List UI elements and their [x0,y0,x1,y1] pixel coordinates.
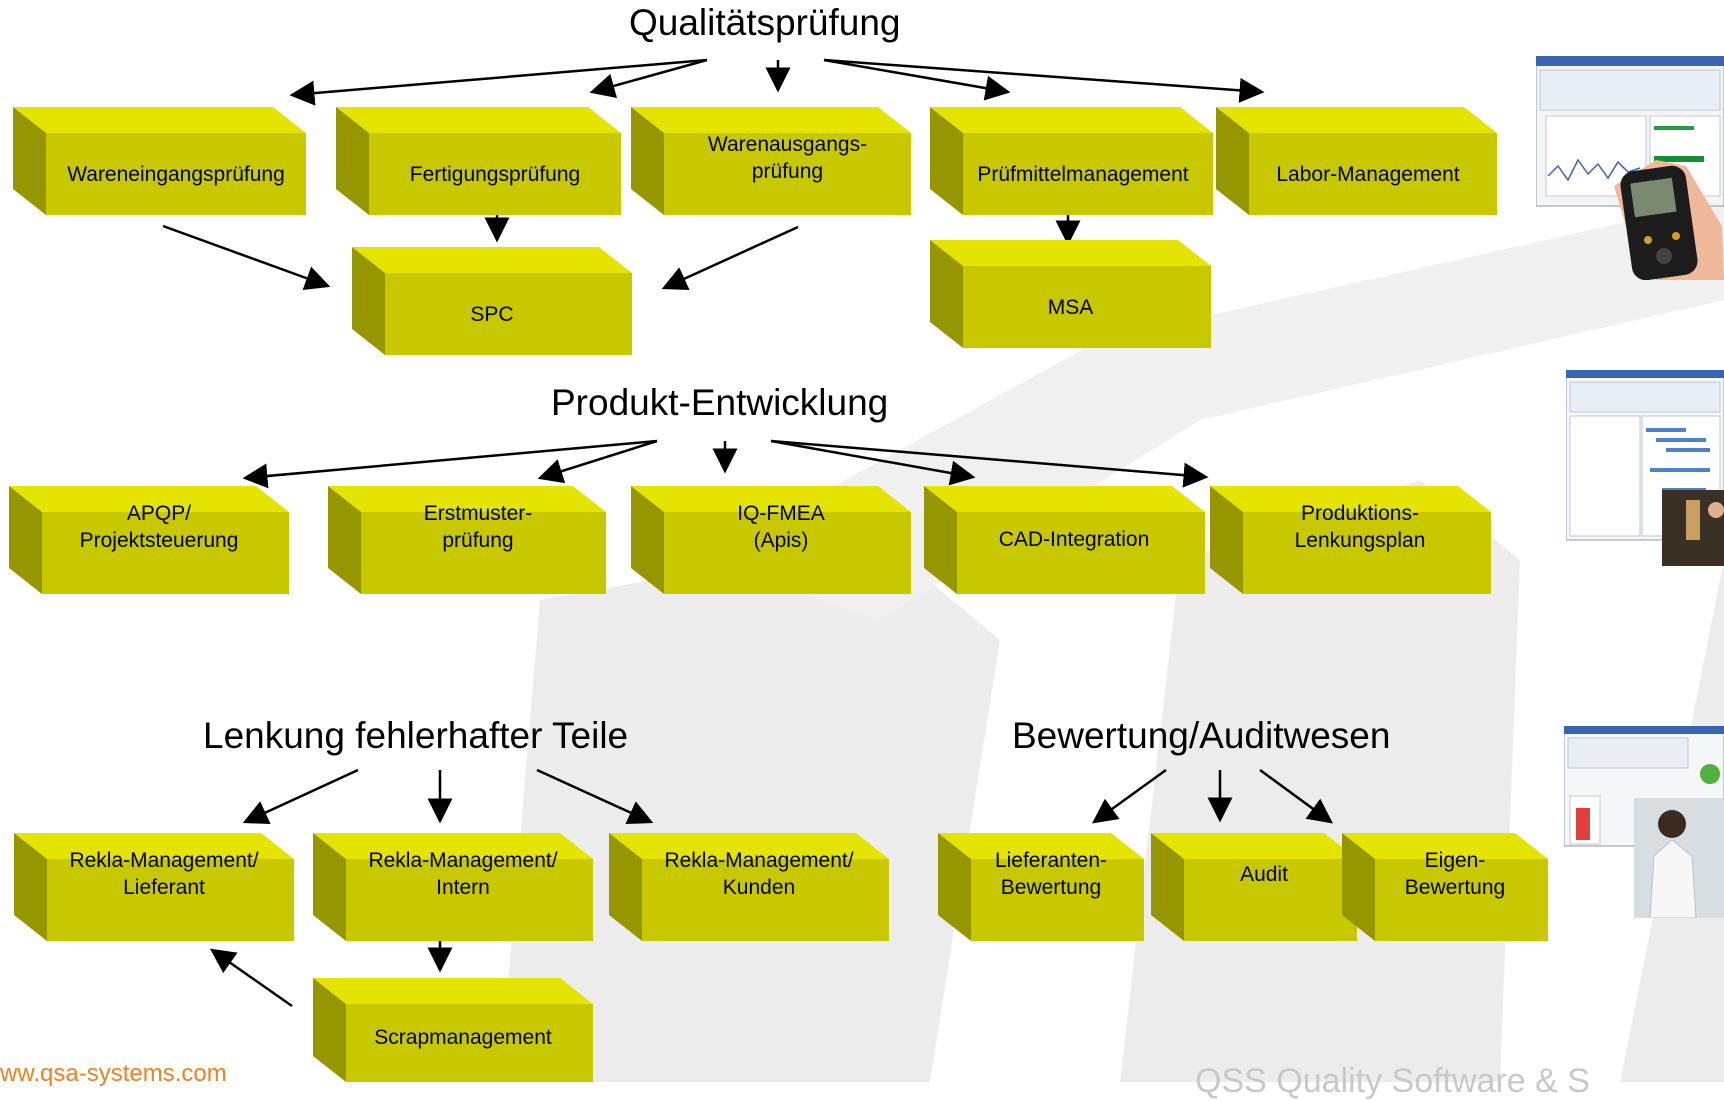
footer-url: ww.qsa-systems.com [0,1060,227,1087]
box-shape [352,247,632,355]
title-bewertung-auditwesen: Bewertung/Auditwesen [1012,715,1391,756]
box-label: Eigen- Bewertung [1404,849,1506,899]
box-shape [924,486,1205,594]
box-shape [631,107,911,215]
arrow [589,58,708,99]
box-shape [9,486,289,594]
arrow [823,58,1011,101]
box-rekla-intern: Rekla-Management/ Intern [313,833,593,941]
arrow [1091,768,1167,824]
screenshot-project-plan-image [1566,370,1724,566]
box-eigen-bewertung: Eigen- Bewertung [1342,833,1548,941]
box-shape [1210,486,1491,594]
arrow [661,225,799,291]
box-lieferanten-bewertung: Lieferanten- Bewertung [938,833,1144,941]
box-cad-integration: CAD-Integration [924,486,1205,594]
box-labor-management: Labor-Management [1216,107,1497,215]
box-rekla-lieferant: Rekla-Management/ Lieferant [14,833,294,941]
box-erstmusterpruefung: Erstmuster- prüfung [328,486,606,594]
box-label: Wareneingangsprüfung [67,162,285,186]
arrow [770,439,976,486]
box-label: Rekla-Management/ Intern [368,849,558,899]
box-label: Lieferanten- Bewertung [994,849,1108,899]
box-produktions-lenkungsplan: Produktions- Lenkungsplan [1210,486,1491,594]
arrow [536,768,654,825]
box-shape [336,107,621,215]
box-label: MSA [1047,295,1094,319]
title-lenkung-fehlerhafter-teile: Lenkung fehlerhafter Teile [203,715,629,756]
box-label: CAD-Integration [998,527,1150,551]
box-label: Labor-Management [1276,162,1460,186]
box-shape [938,833,1144,941]
box-shape [1342,833,1548,941]
arrow [162,224,331,291]
box-wareneingangspruefung: Wareneingangsprüfung [13,107,306,215]
box-spc: SPC [352,247,632,355]
box-label: Audit [1240,862,1288,886]
title-qualitaetspruefung: Qualitätsprüfung [629,2,901,43]
arrow [242,439,658,489]
box-shape [930,240,1211,348]
box-shape [930,107,1213,215]
box-warenausgangspruefung: Warenausgangs- prüfung [631,107,911,215]
box-fertigungspruefung: Fertigungsprüfung [336,107,621,215]
box-shape [13,107,306,215]
box-shape [313,978,593,1082]
box-audit: Audit [1151,833,1357,941]
box-label: Warenausgangs- prüfung [707,133,868,183]
screenshot-audit-image [1564,726,1724,918]
box-label: Fertigungsprüfung [409,162,581,186]
arrow [209,948,293,1008]
arrow [289,58,708,106]
box-shape [14,833,294,941]
box-iq-fmea: IQ-FMEA (Apis) [631,486,911,594]
arrow [537,439,658,484]
box-shape [631,486,911,594]
box-rekla-kunden: Rekla-Management/ Kunden [609,833,889,941]
arrow [242,768,359,824]
box-label: Erstmuster- prüfung [423,502,533,552]
box-shape [328,486,606,594]
box-label: Produktions- Lenkungsplan [1294,502,1426,552]
box-msa: MSA [930,240,1211,348]
box-shape [609,833,889,941]
box-label: Rekla-Management/ Kunden [664,849,854,899]
box-label: APQP/ Projektsteuerung [79,502,239,552]
box-label: Scrapmanagement [374,1025,552,1049]
box-pruefmittelmanagement: Prüfmittelmanagement [930,107,1213,215]
box-label: IQ-FMEA (Apis) [737,502,825,552]
box-shape [1151,833,1357,941]
box-apqp-projektsteuerung: APQP/ Projektsteuerung [9,486,289,594]
arrow [823,58,1265,103]
arrow [1259,768,1334,824]
box-label: SPC [470,302,514,326]
box-scrapmanagement: Scrapmanagement [313,978,593,1082]
watermark-chevron-1 [500,540,1000,1082]
arrow [770,439,1209,488]
box-shape [313,833,593,941]
box-shape [1216,107,1497,215]
box-label: Rekla-Management/ Lieferant [69,849,259,899]
screenshot-measurement-device-image [1536,56,1724,280]
title-produkt-entwicklung: Produkt-Entwicklung [551,382,889,423]
box-label: Prüfmittelmanagement [977,162,1189,186]
